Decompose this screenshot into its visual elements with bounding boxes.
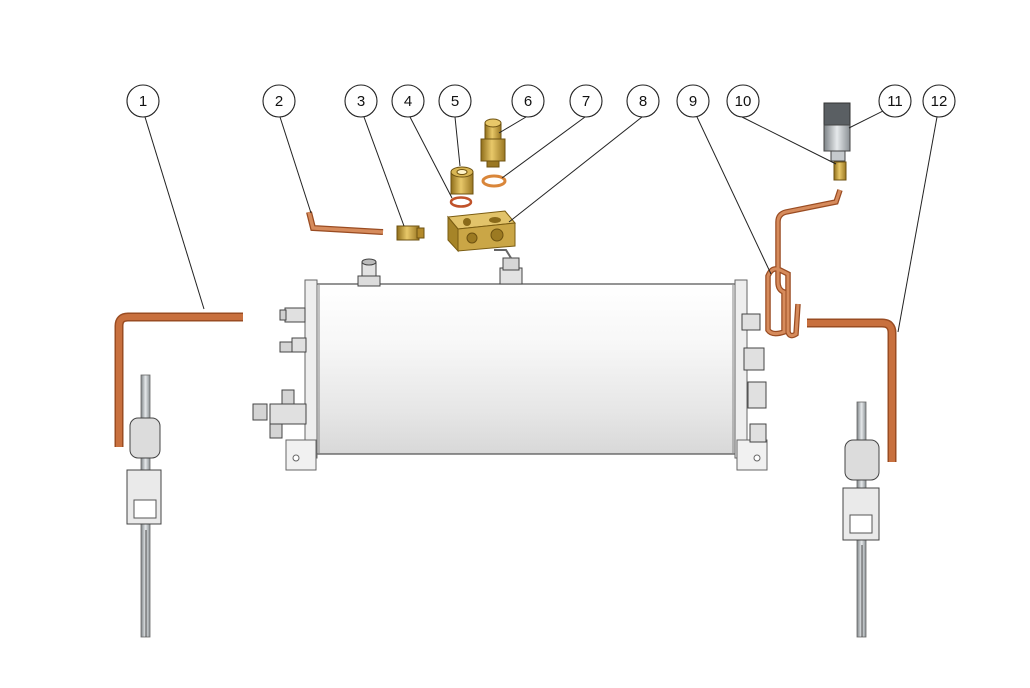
callout-7-label: 7 <box>582 93 590 110</box>
part-10-brass-fitting <box>833 161 847 181</box>
tank-right-fittings <box>741 313 767 443</box>
callout-9: 9 <box>676 84 710 118</box>
part-5-brass-nut <box>450 166 474 195</box>
callout-11-label: 11 <box>887 93 903 110</box>
tank-top-fitting-center <box>494 249 523 285</box>
callout-4: 4 <box>391 84 425 118</box>
left-steam-wand <box>126 374 162 638</box>
callout-7: 7 <box>569 84 603 118</box>
part-7-o-ring <box>481 174 507 188</box>
callout-9-label: 9 <box>689 93 697 110</box>
callout-12: 12 <box>922 84 956 118</box>
callout-1-label: 1 <box>139 93 147 110</box>
callout-2-label: 2 <box>275 93 283 110</box>
callout-6: 6 <box>511 84 545 118</box>
part-1-copper-pipe <box>114 312 243 447</box>
callout-6-label: 6 <box>524 93 532 110</box>
part-4-o-ring <box>449 196 473 208</box>
leader-lines <box>144 105 938 333</box>
callout-5: 5 <box>438 84 472 118</box>
callout-8-label: 8 <box>639 93 647 110</box>
right-steam-wand <box>842 401 880 638</box>
tank-left-fittings <box>252 307 307 439</box>
part-6-brass-valve <box>480 118 506 168</box>
callout-bubbles: 1 2 3 4 5 6 7 8 <box>126 84 956 118</box>
part-8-brass-block <box>447 210 516 253</box>
callout-8: 8 <box>626 84 660 118</box>
tank-top-fitting-left <box>357 258 381 287</box>
part-11-pressure-switch <box>823 102 851 162</box>
callout-1: 1 <box>126 84 160 118</box>
callout-5-label: 5 <box>451 93 459 110</box>
callout-3: 3 <box>344 84 378 118</box>
part-3-brass-fitting <box>396 225 425 241</box>
callout-4-label: 4 <box>404 93 412 110</box>
callout-3-label: 3 <box>357 93 365 110</box>
boiler-tank <box>252 249 768 471</box>
callout-10-label: 10 <box>735 93 752 110</box>
part-2-copper-tube <box>306 211 384 235</box>
callout-12-label: 12 <box>931 93 948 110</box>
part-9-copper-coil <box>765 189 843 339</box>
part-12-copper-pipe <box>807 318 897 462</box>
callout-2: 2 <box>262 84 296 118</box>
callout-10: 10 <box>726 84 760 118</box>
callout-11: 11 <box>878 84 912 118</box>
